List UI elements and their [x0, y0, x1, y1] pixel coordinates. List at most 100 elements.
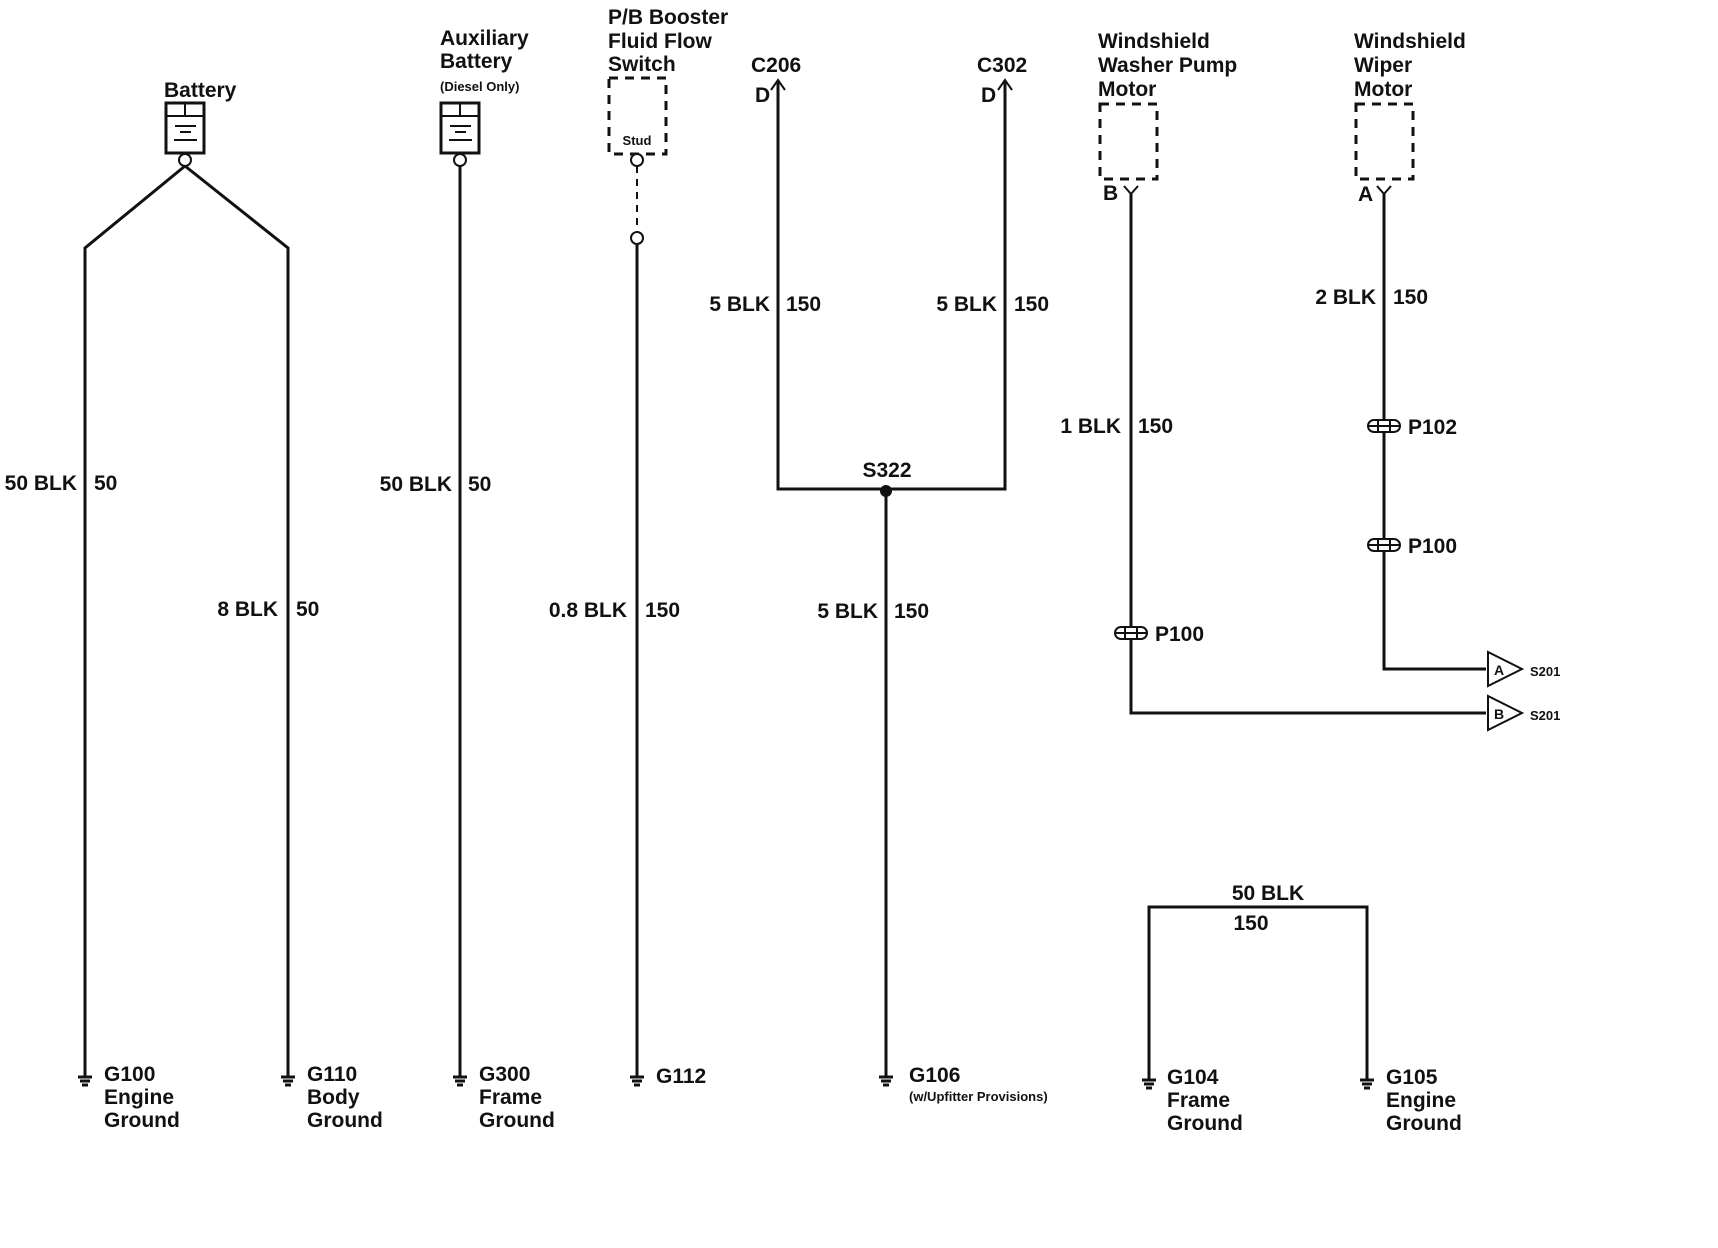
wire-wiper-circuit: 150 [1393, 286, 1428, 309]
ground-g100-line-2: Engine [104, 1086, 174, 1109]
battery-icon [164, 101, 206, 155]
wiper-label-3: Motor [1354, 78, 1412, 101]
ground-g110-id: G110 [307, 1063, 357, 1086]
wire-c206-size: 5 BLK [709, 293, 770, 316]
inline-connector-p102 [1367, 419, 1401, 433]
p100-wiper-label: P100 [1408, 535, 1457, 558]
washer-motor-box [1098, 102, 1159, 181]
pb-switch-label-1: P/B Booster [608, 6, 728, 29]
ground-g110-line-2: Body [307, 1086, 360, 1109]
wire-washer-size: 1 BLK [1060, 415, 1121, 438]
wire-g106-circuit: 150 [894, 600, 929, 623]
washer-label-3: Motor [1098, 78, 1156, 101]
s201-b-label: S201 [1530, 708, 1560, 723]
wire-wiper-size: 2 BLK [1315, 286, 1376, 309]
s201-a-triangle-icon [1487, 650, 1525, 688]
c206-arrow-icon [770, 78, 786, 91]
p100-washer-label: P100 [1155, 623, 1204, 646]
wire-wiper [1382, 194, 1486, 671]
ground-g104-line-2: Frame [1167, 1089, 1230, 1112]
ground-g300-line-3: Ground [479, 1109, 555, 1132]
wire-g300-size: 50 BLK [380, 473, 452, 496]
pb-switch-stud-label: Stud [623, 133, 652, 148]
ground-g110-icon [279, 1065, 297, 1087]
wire-g112-size: 0.8 BLK [549, 599, 627, 622]
ground-g300-id: G300 [479, 1063, 530, 1086]
pb-switch-label-3: Switch [608, 53, 676, 76]
ground-distribution-schematic: Battery 50 BLK 50 8 BLK 50 Auxiliary Bat… [5, 6, 1561, 1135]
ground-g300-line-2: Frame [479, 1086, 542, 1109]
s201-reference-a: A S201 [1487, 650, 1560, 688]
wire-c302-size: 5 BLK [936, 293, 997, 316]
wire-g100 [83, 164, 186, 1068]
connector-c206: C206 D [751, 54, 801, 107]
aux-battery-label-2: Battery [440, 50, 513, 73]
washer-pump-motor: Windshield Washer Pump Motor B [1098, 30, 1237, 205]
washer-pin-icon [1123, 185, 1139, 196]
wire-c302-circuit: 150 [1014, 293, 1049, 316]
inline-connector-p100-wiper [1367, 538, 1401, 552]
s201-a-pin: A [1494, 662, 1504, 678]
ground-g106-icon [877, 1065, 895, 1087]
wire-g110-circuit: 50 [296, 598, 319, 621]
wire-g100-circuit: 50 [94, 472, 117, 495]
ground-g104-icon [1140, 1068, 1158, 1090]
c302-pin: D [981, 84, 996, 107]
inline-connector-p100-washer [1114, 626, 1148, 640]
wiper-motor: Windshield Wiper Motor A [1354, 30, 1466, 206]
wire-c206-c302 [776, 81, 1007, 491]
aux-battery-note: (Diesel Only) [440, 79, 519, 94]
wiper-pin: A [1358, 183, 1373, 206]
aux-battery-label-1: Auxiliary [440, 27, 529, 50]
aux-battery-terminal [453, 153, 467, 167]
ground-g110-line-3: Ground [307, 1109, 383, 1132]
connector-c302: C302 D [977, 54, 1027, 107]
ground-g104-id: G104 [1167, 1066, 1219, 1089]
ground-g112-icon [628, 1065, 646, 1087]
wire-g110-size: 8 BLK [217, 598, 278, 621]
washer-label-1: Windshield [1098, 30, 1210, 53]
washer-label-2: Washer Pump [1098, 54, 1237, 77]
wire-g104-g105-size: 50 BLK [1232, 882, 1304, 905]
washer-pin: B [1103, 182, 1118, 205]
ground-g112-id: G112 [656, 1065, 706, 1088]
ground-g105-line-2: Engine [1386, 1089, 1456, 1112]
wire-g110 [184, 164, 290, 1068]
wiper-label-2: Wiper [1354, 54, 1412, 77]
ground-g300-icon [451, 1065, 469, 1087]
ground-g105-id: G105 [1386, 1066, 1438, 1089]
aux-battery-icon [439, 101, 481, 155]
s201-reference-b: B S201 [1487, 694, 1560, 732]
ground-g104-line-3: Ground [1167, 1112, 1243, 1135]
wire-c206-circuit: 150 [786, 293, 821, 316]
c302-arrow-icon [997, 78, 1013, 91]
s201-b-pin: B [1494, 706, 1504, 722]
wire-g106-size: 5 BLK [817, 600, 878, 623]
pb-switch-label-2: Fluid Flow [608, 30, 712, 53]
wire-g104-g105-circuit: 150 [1233, 912, 1268, 935]
ground-g100-line-3: Ground [104, 1109, 180, 1132]
wire-g104-g105 [1147, 905, 1369, 1071]
splice-s322-label: S322 [862, 459, 911, 482]
ground-g105-icon [1358, 1068, 1376, 1090]
wiper-motor-box [1354, 102, 1415, 181]
ground-g106-note: (w/Upfitter Provisions) [909, 1089, 1048, 1104]
ground-g100-id: G100 [104, 1063, 155, 1086]
pb-booster-switch: P/B Booster Fluid Flow Switch Stud [607, 6, 728, 167]
auxiliary-battery: Auxiliary Battery (Diesel Only) [439, 27, 529, 167]
ground-g100-icon [76, 1065, 94, 1087]
pb-switch-eyelet [630, 231, 644, 245]
battery-label: Battery [164, 79, 237, 102]
wiper-label-1: Windshield [1354, 30, 1466, 53]
wire-g300-circuit: 50 [468, 473, 491, 496]
battery-terminal [178, 153, 192, 167]
p102-label: P102 [1408, 416, 1457, 439]
s201-a-label: S201 [1530, 664, 1560, 679]
c206-pin: D [755, 84, 770, 107]
wiper-pin-icon [1376, 185, 1392, 196]
pb-switch-stud [630, 153, 644, 167]
ground-g105-line-3: Ground [1386, 1112, 1462, 1135]
wire-washer-circuit: 150 [1138, 415, 1173, 438]
ground-g106-id: G106 [909, 1064, 960, 1087]
wire-g112-circuit: 150 [645, 599, 680, 622]
